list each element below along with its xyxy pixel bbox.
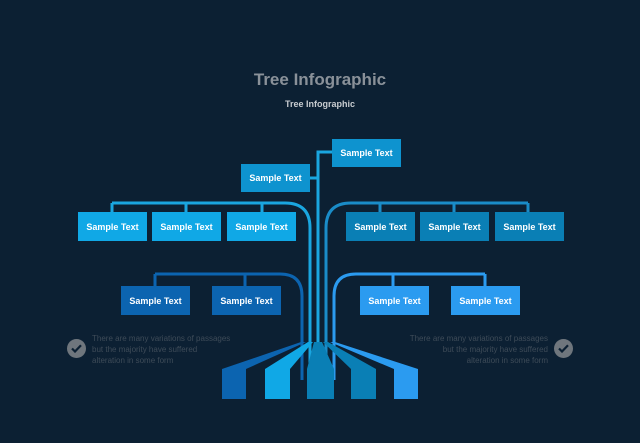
node-row1-left-3: Sample Text <box>227 212 296 241</box>
branch-right-upper <box>324 201 528 380</box>
check-icon-right <box>554 339 573 358</box>
page-title: Tree Infographic <box>253 70 387 89</box>
root-block-3 <box>307 369 334 399</box>
root-block-2 <box>265 369 290 399</box>
branch-right-lower <box>332 272 485 380</box>
branch-left-upper <box>112 201 312 380</box>
root-block-4 <box>351 369 376 399</box>
node-row1-right-3: Sample Text <box>495 212 564 241</box>
node-row1-left-1: Sample Text <box>78 212 147 241</box>
root-block-1 <box>222 369 246 399</box>
node-row2-right-2: Sample Text <box>451 286 520 315</box>
note-right: There are many variations of passages bu… <box>409 334 548 365</box>
root-block-5 <box>394 369 418 399</box>
note-left: There are many variations of passages bu… <box>92 334 231 365</box>
branch-left-lower <box>155 272 304 380</box>
page-subtitle: Tree Infographic <box>284 99 355 109</box>
node-row2-left-1: Sample Text <box>121 286 190 315</box>
node-top-right: Sample Text <box>332 139 401 167</box>
node-row2-right-1: Sample Text <box>360 286 429 315</box>
node-row1-right-1: Sample Text <box>346 212 415 241</box>
node-row1-right-2: Sample Text <box>420 212 489 241</box>
node-row2-left-2: Sample Text <box>212 286 281 315</box>
branch-top-right <box>316 150 332 380</box>
node-top-left: Sample Text <box>241 164 310 192</box>
node-row1-left-2: Sample Text <box>152 212 221 241</box>
check-icon-left <box>67 339 86 358</box>
tree-roots <box>222 342 418 369</box>
